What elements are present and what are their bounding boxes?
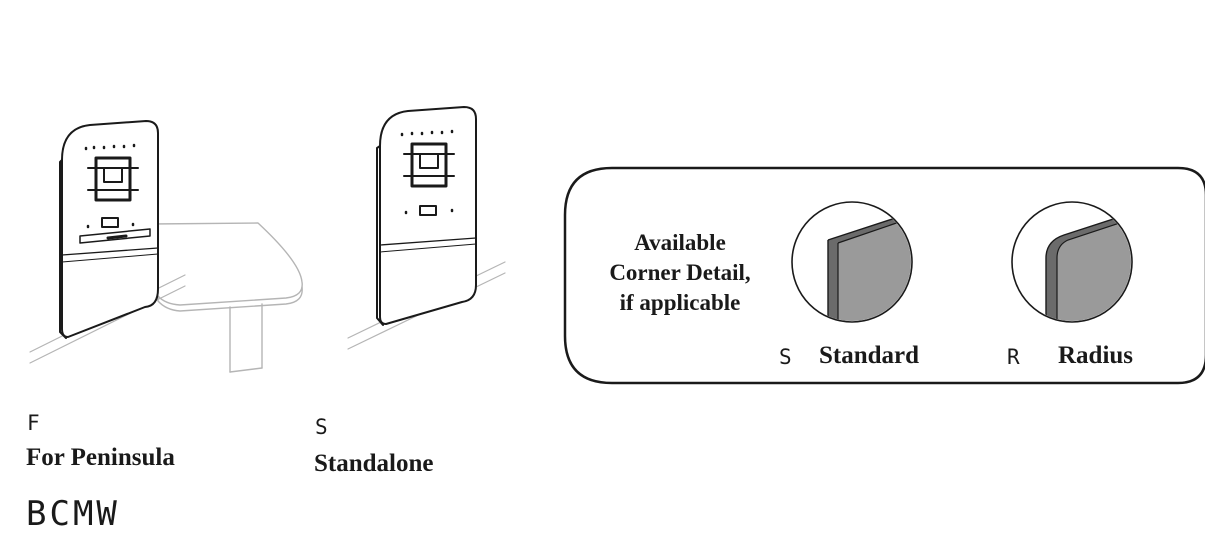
standalone-panel	[376, 106, 477, 326]
option-code-standalone: S	[315, 415, 328, 439]
corner-detail-heading-line-1: Available	[634, 230, 726, 255]
model-code: BCMW	[26, 494, 120, 534]
option-name-peninsula: For Peninsula	[26, 444, 175, 471]
standalone-unit-illustration	[347, 106, 506, 350]
peninsula-unit-illustration	[29, 120, 303, 373]
corner-detail-heading-line-3: if applicable	[619, 290, 741, 315]
corner-detail-heading-line-2: Corner Detail,	[609, 260, 751, 285]
corner-detail-heading: Available Corner Detail, if applicable	[582, 228, 778, 318]
standard-label: Standard	[819, 342, 920, 369]
corner-detail-callout	[563, 166, 1205, 385]
peninsula-table	[149, 222, 303, 373]
standard-code: S	[779, 345, 792, 369]
option-code-peninsula: F	[27, 411, 40, 435]
option-name-standalone: Standalone	[314, 450, 434, 477]
peninsula-panel	[59, 120, 159, 339]
radius-label: Radius	[1058, 342, 1134, 369]
radius-code: R	[1007, 345, 1020, 369]
